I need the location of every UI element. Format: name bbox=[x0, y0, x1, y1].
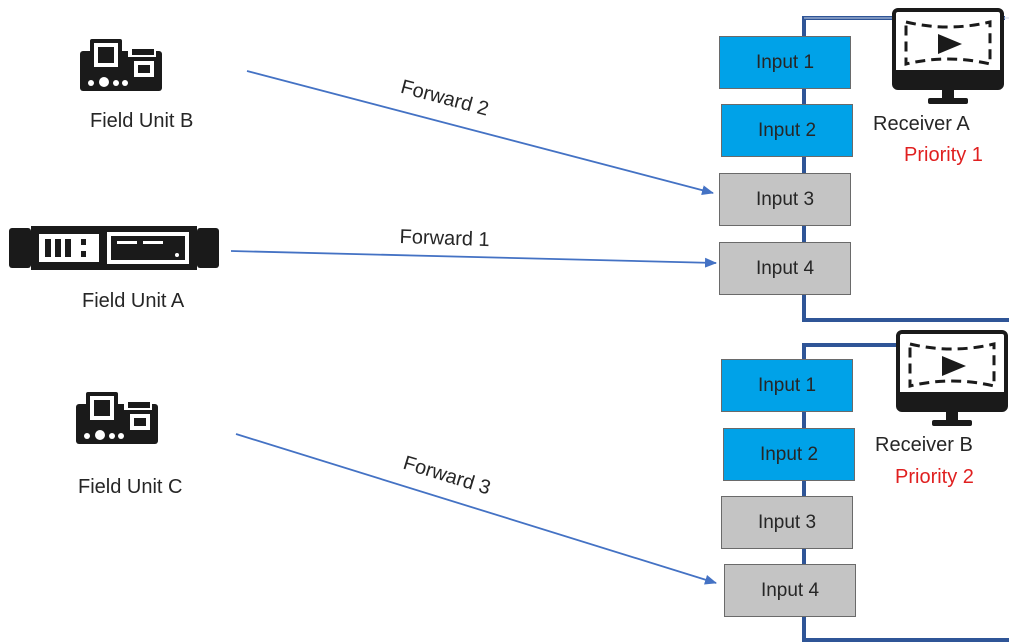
receiver-a-label: Receiver A bbox=[873, 113, 970, 135]
forward-1-arrow bbox=[230, 250, 717, 268]
receiver-a-priority: Priority 1 bbox=[904, 144, 983, 166]
field-unit-a-label: Field Unit A bbox=[82, 290, 185, 312]
field-encoder-icon bbox=[80, 39, 162, 91]
field-unit-c-label: Field Unit C bbox=[78, 476, 183, 498]
receiver-a-input-3: Input 3 bbox=[719, 173, 851, 226]
receiver-b-input-3: Input 3 bbox=[721, 496, 853, 549]
video-monitor-icon bbox=[892, 8, 1004, 104]
receiver-b-input-4: Input 4 bbox=[724, 564, 856, 617]
receiver-b-input-1: Input 1 bbox=[721, 359, 853, 412]
field-encoder-icon bbox=[76, 392, 158, 444]
receiver-b-input-2: Input 2 bbox=[723, 428, 855, 481]
receiver-b-priority: Priority 2 bbox=[895, 466, 974, 488]
receiver-a-input-2: Input 2 bbox=[721, 104, 853, 157]
receiver-b-label: Receiver B bbox=[875, 434, 973, 456]
rack-unit-icon bbox=[9, 226, 219, 270]
forward-1-label: Forward 1 bbox=[399, 226, 490, 252]
forward-2-arrow bbox=[246, 70, 714, 196]
receiver-a-input-1: Input 1 bbox=[719, 36, 851, 89]
field-unit-b-label: Field Unit B bbox=[90, 110, 194, 132]
forward-3-arrow bbox=[235, 433, 717, 585]
video-monitor-icon bbox=[896, 330, 1008, 426]
receiver-a-input-4: Input 4 bbox=[719, 242, 851, 295]
